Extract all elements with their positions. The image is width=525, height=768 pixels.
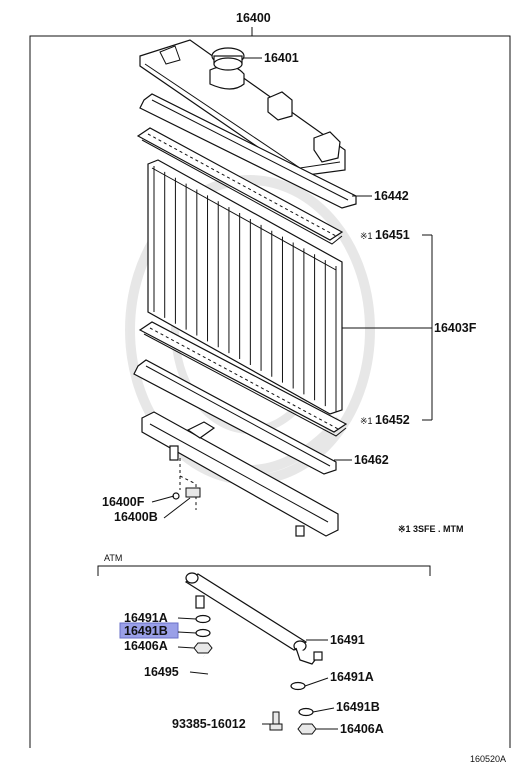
label-16400B: 16400B <box>114 510 158 524</box>
label-16406A-top: 16406A <box>124 639 168 653</box>
nut-16406a-bottom <box>297 723 317 735</box>
label-16462: 16462 <box>354 453 389 467</box>
upper-tank <box>139 39 346 177</box>
label-16451: 16451 <box>375 228 410 242</box>
lower-gasket <box>133 359 337 475</box>
leader-16400B <box>163 497 191 519</box>
label-16491A-top: 16491A <box>124 611 168 625</box>
leader-16495 <box>189 671 209 675</box>
leader-16491A-top <box>177 617 197 620</box>
leader-16491A-right <box>304 677 329 687</box>
gasket-16491b-right <box>298 707 314 717</box>
leader-16406A-top <box>177 646 195 649</box>
label-16491A-right: 16491A <box>330 670 374 684</box>
drain-cock <box>172 487 201 500</box>
highlight-box <box>119 622 179 639</box>
hose <box>203 654 307 706</box>
figure-code: 160520A <box>470 754 506 764</box>
label-16452: 16452 <box>375 413 410 427</box>
label-16401: 16401 <box>264 51 299 65</box>
label-16495: 16495 <box>144 665 179 679</box>
assembly-frame <box>29 35 511 748</box>
lower-tank <box>141 411 339 537</box>
leader-16491B-right <box>312 707 335 713</box>
note-mark-16452: ※1 <box>360 416 373 426</box>
gasket-16491b-highlighted <box>195 628 211 638</box>
drain-dashed-path <box>179 458 197 510</box>
label-16400: 16400 <box>236 11 271 25</box>
label-16491: 16491 <box>330 633 365 647</box>
note-mark-16451: ※1 <box>360 231 373 241</box>
radiator-core <box>147 159 343 415</box>
radiator-cap <box>211 47 245 71</box>
leader-16400F <box>151 495 175 503</box>
gasket-16491a-right <box>290 681 306 691</box>
label-16442: 16442 <box>374 189 409 203</box>
label-16406A-bottom: 16406A <box>340 722 384 736</box>
oil-cooler-pipe <box>184 572 323 665</box>
label-16403F: 16403F <box>434 321 477 335</box>
atm-bracket <box>97 565 431 576</box>
section-label-atm: ATM <box>104 553 122 563</box>
nut-16406a-top <box>193 642 213 654</box>
footnote: ※1 3SFE . MTM <box>398 524 464 534</box>
label-16491B-right: 16491B <box>336 700 380 714</box>
leader-16491B-top <box>177 631 197 634</box>
gasket-16491a-top <box>195 614 211 624</box>
bolt <box>269 711 283 731</box>
label-16491B-highlighted: 16491B <box>124 624 168 638</box>
upper-core-plate <box>136 127 344 245</box>
lower-core-plate <box>138 321 348 437</box>
upper-gasket <box>139 93 357 209</box>
label-16400F: 16400F <box>102 495 145 509</box>
label-93385-16012: 93385-16012 <box>172 717 246 731</box>
